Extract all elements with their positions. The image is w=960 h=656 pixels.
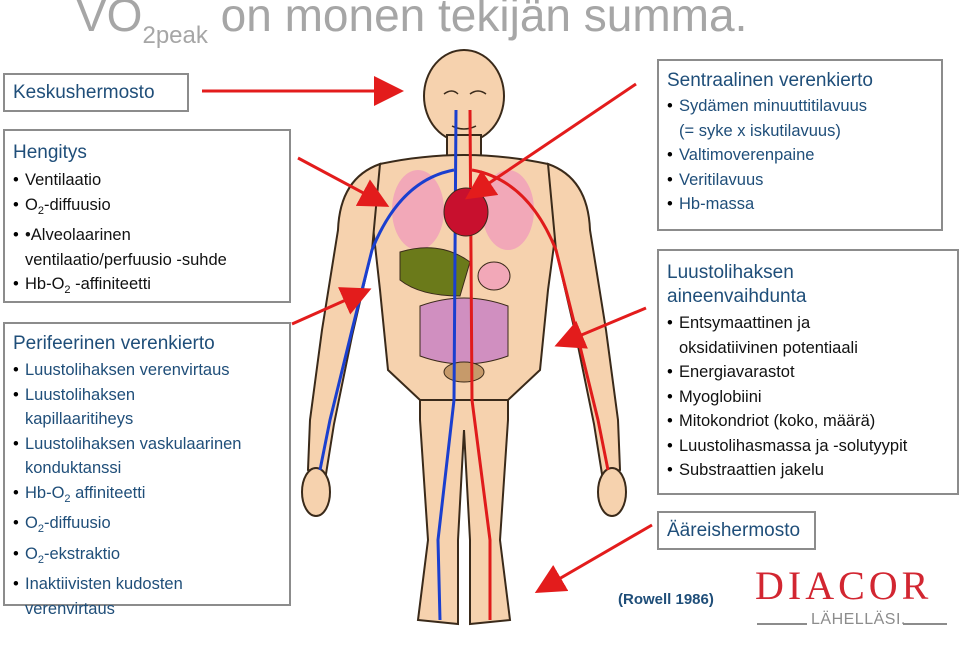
citation: (Rowell 1986) (618, 591, 714, 608)
aareishermosto-box: Ääreishermosto (657, 511, 816, 550)
list-item: Sydämen minuuttitilavuus (667, 94, 933, 119)
aineenvaihdunta-heading-line2: aineenvaihdunta (667, 286, 807, 307)
list-item: Hb-massa (667, 192, 933, 217)
heart (443, 187, 489, 237)
list-item: O2-diffuusio (13, 193, 281, 224)
list-item: Hb-O2 -affiniteetti (13, 272, 281, 303)
liver (399, 247, 471, 297)
aareishermosto-label: Ääreishermosto (667, 520, 801, 541)
veins (318, 109, 458, 621)
aineenvaihdunta-heading-line1: Luustolihaksen (667, 262, 794, 283)
list-item: Veritilavuus (667, 168, 933, 193)
list-item: Luustolihasmassa ja -solutyypit (667, 434, 949, 459)
hengitys-heading: Hengitys (13, 142, 87, 163)
list-item: •Alveolaarinen (13, 223, 281, 248)
logo-divider-right (903, 623, 947, 625)
list-item: O2-ekstraktio (13, 542, 281, 573)
list-item: O2-diffuusio (13, 511, 281, 542)
perifeerinen-box: Perifeerinen verenkierto Luustolihaksen … (3, 322, 291, 618)
sentraalinen-box: Sentraalinen verenkierto Sydämen minuutt… (657, 59, 943, 231)
pointer-arrows (202, 76, 653, 594)
hengitys-box: Hengitys Ventilaatio O2-diffuusio •Alveo… (3, 129, 291, 303)
list-item: Myoglobiini (667, 385, 949, 410)
list-item: Valtimoverenpaine (667, 143, 933, 168)
list-item-continuation: oksidatiivinen potentiaali (679, 338, 858, 357)
diacor-tagline: LÄHELLÄSI. (811, 611, 906, 628)
list-item: Luustolihaksen verenvirtaus (13, 358, 281, 383)
list-item: Ventilaatio (13, 168, 281, 193)
intestines (419, 297, 509, 365)
list-item: Entsymaattinen ja (667, 311, 949, 336)
perifeerinen-heading: Perifeerinen verenkierto (13, 333, 215, 354)
face (443, 90, 487, 130)
list-item-continuation: ventilaatio/perfuusio -suhde (25, 250, 227, 269)
sentraalinen-heading: Sentraalinen verenkierto (667, 70, 873, 91)
keskushermosto-label: Keskushermosto (13, 82, 155, 103)
page-title: VO2peak on monen tekijän summa. (76, 0, 748, 49)
stomach (477, 261, 511, 291)
list-item: Energiavarastot (667, 360, 949, 385)
bladder (443, 361, 485, 383)
list-item-continuation: (= syke x iskutilavuus) (679, 121, 841, 140)
aineenvaihdunta-box: Luustolihaksen aineenvaihdunta Entsymaat… (657, 249, 959, 495)
keskushermosto-box: Keskushermosto (3, 73, 189, 112)
list-item: Substraattien jakelu (667, 458, 949, 483)
list-item: Hb-O2 affiniteetti (13, 481, 281, 512)
diacor-logo: DIACOR (755, 563, 933, 608)
logo-divider-left (757, 623, 807, 625)
list-item: Mitokondriot (koko, määrä) (667, 409, 949, 434)
